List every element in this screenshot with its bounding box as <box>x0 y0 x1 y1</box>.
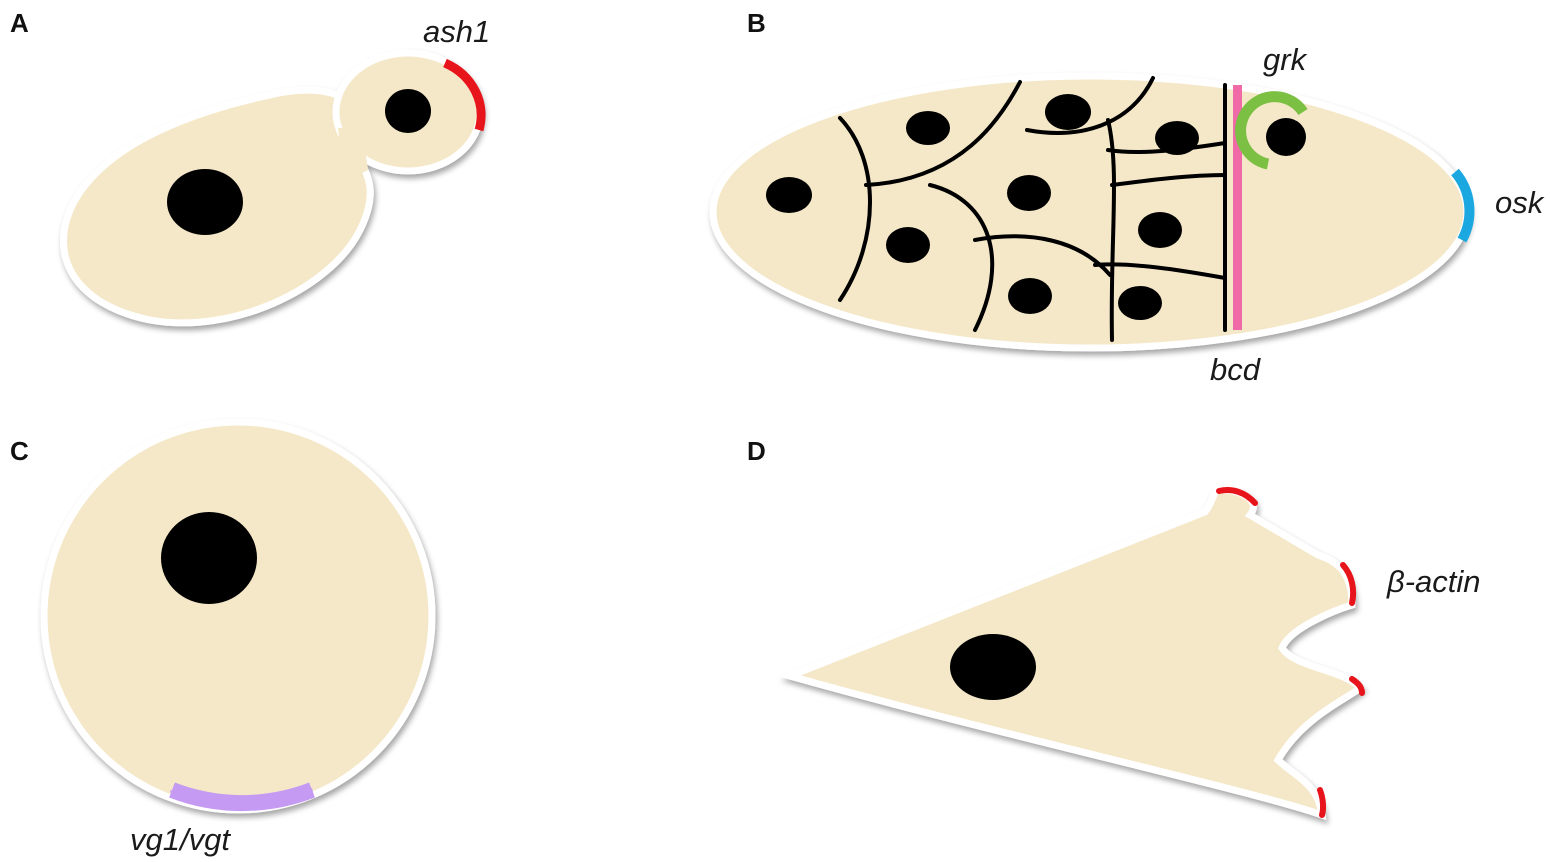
panel-a-letter: A <box>10 8 29 38</box>
panel-b-letter: B <box>747 8 766 38</box>
vg1-vgt-label: vg1/vgt <box>130 822 231 857</box>
oocyte-cell <box>44 422 432 810</box>
fibroblast-nucleus <box>950 634 1036 700</box>
osk-label: osk <box>1495 185 1545 220</box>
beta-actin-label: β-actin <box>1386 564 1481 599</box>
panel-d-letter: D <box>747 436 766 466</box>
grk-label: grk <box>1263 42 1308 77</box>
fibroblast-cell <box>790 490 1360 815</box>
oocyte-nucleus-c <box>161 512 257 604</box>
bcd-label: bcd <box>1210 352 1262 387</box>
panel-b: B <box>713 8 1545 387</box>
panel-c: C vg1/vgt <box>10 422 432 857</box>
mother-nucleus <box>167 169 243 235</box>
panel-d: D β-actin <box>747 436 1481 815</box>
panel-c-letter: C <box>10 436 29 466</box>
ash1-label: ash1 <box>423 14 490 49</box>
oocyte-nucleus <box>1266 118 1306 156</box>
panel-a: A ash1 <box>10 8 490 323</box>
bud-nucleus <box>385 89 431 133</box>
